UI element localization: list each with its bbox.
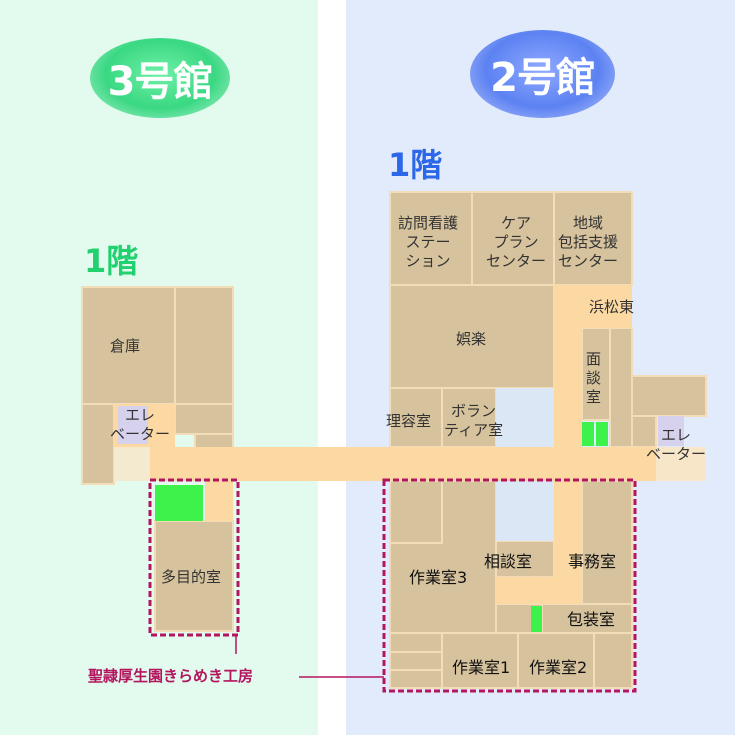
label-interview: 面 談 室 (586, 350, 602, 406)
building-2-badge: 2号館 (470, 30, 615, 118)
room-bldg3-small-a (174, 403, 234, 435)
label-community-support: 地域 包括支援 センター (558, 214, 619, 270)
label-visiting-nurse: 訪問看護 ステー ション (398, 214, 459, 270)
room-lower-left-c (389, 669, 443, 689)
room-bldg2-right-tall (609, 327, 633, 448)
facility-legend: 聖隷厚生園きらめき工房 (88, 667, 254, 685)
room-lower-left-b (389, 651, 443, 671)
courtyard-upper (496, 388, 554, 447)
label-workroom3: 作業室3 (409, 568, 468, 587)
room-recreation (389, 284, 555, 389)
label-office: 事務室 (568, 552, 617, 571)
label-hamamatsu-east: 浜松東 (589, 298, 635, 316)
green-marker-interview-b (596, 422, 608, 446)
green-marker-packaging (531, 606, 542, 632)
elevator-bldg2 (658, 416, 684, 446)
room-workroom3-inner (389, 480, 443, 544)
room-community-support (553, 191, 633, 286)
room-visiting-nurse (389, 191, 473, 286)
label-workroom1: 作業室1 (452, 658, 511, 677)
room-bldg3-left-lower (81, 403, 115, 485)
label-workroom2: 作業室2 (529, 658, 588, 677)
room-lower-right (593, 632, 633, 689)
label-elevator-bldg3: エレ ベーター (110, 406, 171, 443)
corridor-multipurpose-entry (205, 481, 233, 521)
green-marker-multipurpose (155, 485, 203, 521)
corridor-main (150, 447, 635, 481)
room-consultation (495, 540, 555, 578)
room-lower-left-a (389, 632, 443, 653)
room-workroom2 (517, 632, 595, 689)
label-storage: 倉庫 (110, 337, 141, 355)
bldg3-lower-corridor-tint (114, 447, 150, 481)
label-consultation: 相談室 (484, 552, 533, 571)
room-storage-side (174, 286, 234, 405)
room-storage (81, 286, 176, 405)
label-care-plan: ケア プラン センター (486, 214, 547, 270)
room-elevator-wing-top (631, 375, 707, 417)
elevator-wing-lower (656, 447, 706, 481)
kirameki-boundary-bldg2 (382, 478, 637, 693)
kirameki-boundary-bldg3 (148, 478, 240, 637)
building-3-floor-label: 1階 (84, 242, 139, 280)
corridor-lower-horizontal (496, 577, 582, 604)
green-marker-interview-a (582, 422, 594, 446)
room-volunteer (441, 387, 497, 448)
label-packaging: 包装室 (567, 610, 616, 629)
corridor-right-vertical (554, 285, 582, 447)
label-barber: 理容室 (386, 412, 432, 430)
room-bldg3-small-b (194, 433, 234, 449)
label-volunteer: ボラン ティア室 (444, 402, 504, 439)
room-office (581, 480, 633, 605)
elevator-bldg3 (118, 406, 148, 444)
label-elevator-bldg2: エレ ベーター (646, 426, 707, 463)
corridor-right-top (582, 285, 632, 328)
label-multipurpose: 多目的室 (161, 568, 222, 586)
building-2-floor-label: 1階 (388, 146, 443, 184)
label-recreation: 娯楽 (456, 330, 487, 348)
building-3-badge: 3号館 (90, 38, 230, 118)
room-barber (389, 387, 443, 448)
courtyard-lower (496, 481, 554, 541)
